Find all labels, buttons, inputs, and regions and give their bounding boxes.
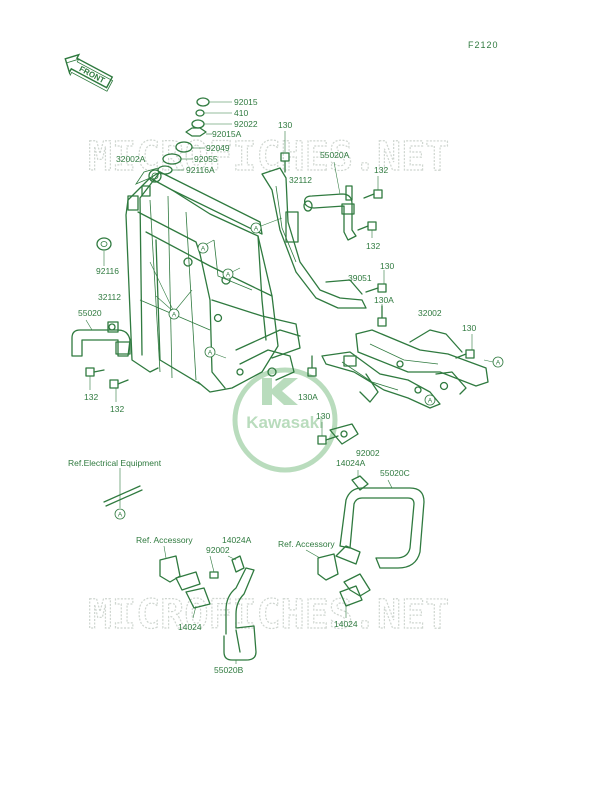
label-132-mid: 132 — [366, 241, 380, 251]
callout-a: A — [172, 312, 177, 319]
label-130-right: 130 — [380, 261, 394, 271]
rear-frame-32002: A A — [321, 329, 504, 409]
bolt-132-left1 — [85, 367, 105, 390]
electrical-ref-bar: A — [103, 468, 143, 520]
rear-guard-55020c — [335, 479, 425, 597]
watermark-bottom: MICROFICHES.NET — [88, 592, 449, 638]
label-132-left2: 132 — [110, 404, 124, 414]
kawasaki-logo: Kawasaki — [232, 367, 338, 473]
label-132-top: 132 — [374, 165, 388, 175]
engine-guard-55020a — [303, 161, 357, 241]
accessory-guard-55020b — [159, 555, 257, 664]
label-55020: 55020 — [78, 308, 102, 318]
front-arrow-icon: FRONT — [64, 53, 114, 92]
reference-labels: Ref.Electrical Equipment Ref. Accessory … — [68, 458, 335, 559]
label-32002a: 32002A — [116, 154, 146, 164]
down-tube-39051: A — [250, 167, 367, 309]
callout-a: A — [201, 246, 206, 253]
callout-a: A — [118, 512, 123, 519]
label-14024a-lower: 14024A — [222, 535, 252, 545]
label-32002: 32002 — [418, 308, 442, 318]
label-92002-center: 92002 — [356, 448, 380, 458]
label-14024-right: 14024 — [334, 619, 358, 629]
label-92116: 92116 — [96, 266, 119, 276]
figure-id: F2120 — [468, 40, 499, 50]
label-92015: 92015 — [234, 97, 258, 107]
ref-accessory-left: Ref. Accessory — [136, 535, 193, 545]
bolt-130a-center — [307, 355, 317, 377]
callout-a: A — [226, 272, 231, 279]
label-92002-lower: 92002 — [206, 545, 230, 555]
bolt-132-left2 — [109, 379, 129, 402]
label-130-center: 130 — [316, 411, 330, 421]
label-14024-left: 14024 — [178, 622, 202, 632]
callout-a: A — [496, 360, 501, 367]
label-55020b: 55020B — [214, 665, 244, 675]
label-92055: 92055 — [194, 154, 218, 164]
label-410: 410 — [234, 108, 248, 118]
label-92022: 92022 — [234, 119, 258, 129]
engine-guard-55020 — [71, 319, 131, 357]
bolt-130-far — [455, 334, 475, 359]
center-bracket — [317, 422, 369, 491]
part-labels: 92015 410 92022 92015A 92049 92055 92116… — [78, 97, 476, 675]
callout-a: A — [254, 226, 259, 233]
label-32112-top: 32112 — [289, 175, 312, 185]
frame-callouts: A A A A — [149, 239, 241, 359]
label-14024a-center: 14024A — [336, 458, 366, 468]
logo-wordmark: Kawasaki — [246, 413, 324, 432]
label-130a-right: 130A — [374, 295, 394, 305]
label-132-left1: 132 — [84, 392, 98, 402]
label-92049: 92049 — [206, 143, 230, 153]
bolt-130-top — [280, 131, 290, 173]
label-39051: 39051 — [348, 273, 372, 283]
steering-stack — [96, 97, 232, 266]
ref-accessory-right: Ref. Accessory — [278, 539, 335, 549]
label-130a-center: 130A — [298, 392, 318, 402]
callout-a: A — [428, 398, 433, 405]
label-55020a: 55020A — [320, 150, 350, 160]
label-92015a: 92015A — [212, 129, 242, 139]
label-55020c: 55020C — [380, 468, 410, 478]
bolt-132-mid — [357, 221, 377, 238]
callout-a: A — [208, 350, 213, 357]
label-130-top: 130 — [278, 120, 292, 130]
watermark-top: MICROFICHES.NET — [88, 134, 449, 180]
bolt-130a-right — [377, 304, 387, 327]
label-32112-left: 32112 — [98, 292, 121, 302]
ref-electrical-equipment: Ref.Electrical Equipment — [68, 458, 162, 468]
bolt-130-right — [365, 270, 387, 293]
label-130-far: 130 — [462, 323, 476, 333]
label-92116a: 92116A — [186, 165, 215, 175]
accessory-bracket-14024-right — [317, 553, 363, 618]
bolt-132-top — [363, 176, 383, 199]
